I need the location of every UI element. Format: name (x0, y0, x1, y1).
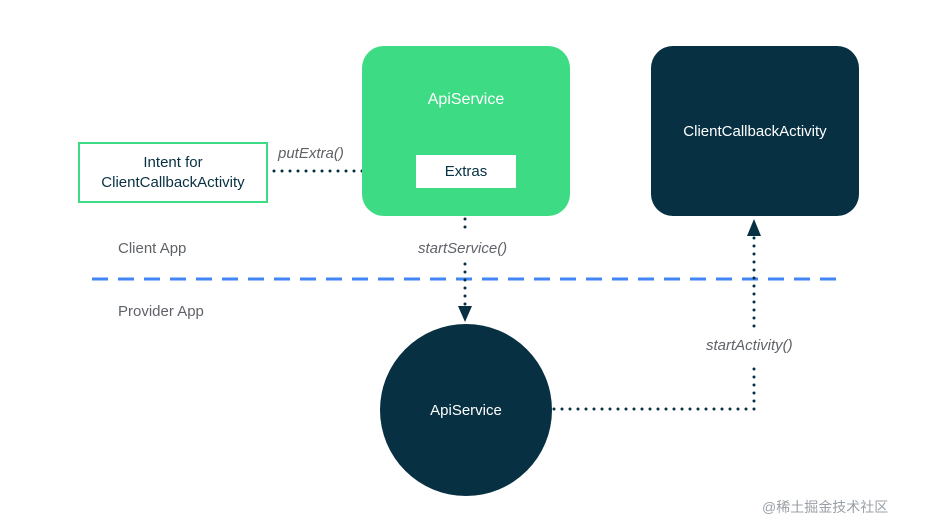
api-service-provider-node: ApiService (380, 324, 552, 496)
start-activity-label: startActivity() (706, 337, 793, 354)
api-service-client-node (362, 46, 570, 216)
client-app-label: Client App (118, 240, 187, 257)
intent-node: Intent for ClientCallbackActivity (78, 142, 268, 203)
start-service-arrowhead (458, 306, 472, 322)
intent-label-line1: Intent for (143, 153, 203, 171)
start-activity-arrowhead (747, 219, 761, 236)
extras-node: Extras (416, 155, 516, 188)
watermark-text: @稀土掘金技术社区 (762, 499, 889, 515)
start-service-label: startService() (418, 240, 508, 257)
client-callback-activity-node: ClientCallbackActivity (651, 46, 859, 216)
api-service-client-label: ApiService (427, 91, 505, 108)
put-extra-label: putExtra() (278, 145, 344, 162)
intent-label-line2: ClientCallbackActivity (101, 173, 245, 191)
provider-app-label: Provider App (118, 303, 204, 320)
